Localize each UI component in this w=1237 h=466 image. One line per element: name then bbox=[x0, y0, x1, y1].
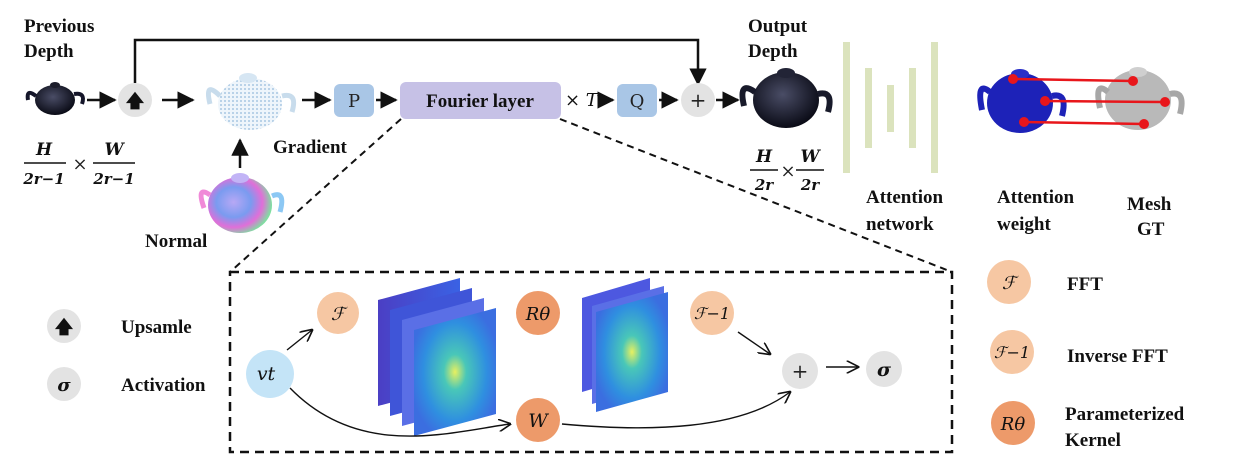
times-t-label: × T bbox=[565, 90, 600, 111]
legend-upsample-arrow-icon: 🡅 bbox=[55, 317, 74, 338]
output-w: W bbox=[800, 147, 821, 167]
normal-label: Normal bbox=[145, 231, 207, 252]
fft-node bbox=[317, 292, 359, 334]
mesh-gt-teapot-image bbox=[1095, 67, 1185, 130]
detail-plus-label: + bbox=[792, 359, 809, 383]
attention-network-label-2: network bbox=[866, 214, 934, 235]
attention-bar-2 bbox=[865, 68, 872, 148]
output-depth-teapot-image bbox=[739, 68, 833, 128]
v-t-node bbox=[246, 350, 294, 398]
attention-bar-1 bbox=[843, 42, 850, 173]
fourier-layer-label: Fourier layer bbox=[426, 91, 534, 112]
ifft-node bbox=[690, 291, 734, 335]
mesh-gt-label-2: GT bbox=[1137, 219, 1165, 240]
output-h: H bbox=[755, 147, 773, 167]
input-w-den: 2r−1 bbox=[92, 170, 134, 188]
zoom-line-left bbox=[229, 118, 402, 273]
legend-activation-label: Activation bbox=[121, 375, 206, 396]
input-size-formula: H 2r−1 × W 2r−1 bbox=[22, 140, 135, 188]
output-w-den: 2r bbox=[800, 176, 820, 194]
legend-kernel-circle bbox=[991, 401, 1035, 445]
q-box bbox=[617, 84, 657, 117]
upsample-arrow-icon: 🡅 bbox=[126, 91, 145, 112]
legend-upsample-circle bbox=[47, 309, 81, 343]
output-depth-label-1: Output bbox=[748, 16, 808, 37]
legend-kernel-label-1: Parameterized bbox=[1065, 404, 1185, 425]
output-h-den: 2r bbox=[754, 176, 774, 194]
attention-network-bars bbox=[843, 42, 938, 173]
legend-fft-symbol: ℱ bbox=[1002, 273, 1019, 294]
arrow-ifft-to-plus bbox=[737, 331, 770, 354]
legend-ifft-symbol: ℱ−1 bbox=[994, 343, 1030, 362]
normal-teapot-image bbox=[198, 173, 285, 233]
attention-weight-teapot-image bbox=[977, 69, 1067, 133]
mesh-gt-label-1: Mesh bbox=[1127, 194, 1172, 215]
legend-fft-circle bbox=[987, 260, 1031, 304]
previous-depth-label-1: Previous bbox=[24, 16, 94, 37]
fft-node-label: ℱ bbox=[331, 304, 348, 325]
output-size-formula: H 2r × W 2r bbox=[750, 147, 824, 194]
previous-depth-label-2: Depth bbox=[24, 41, 74, 62]
legend-activation-circle bbox=[47, 367, 81, 401]
v-t-label: vt bbox=[257, 363, 276, 385]
legend-fft-label: FFT bbox=[1067, 274, 1103, 295]
zoom-line-right bbox=[559, 118, 953, 273]
attention-network-label-1: Attention bbox=[866, 187, 943, 208]
legend-kernel-symbol: Rθ bbox=[1000, 414, 1026, 435]
correspondence-lines bbox=[1012, 77, 1166, 126]
output-times: × bbox=[780, 161, 795, 182]
legend-ifft-circle bbox=[990, 330, 1034, 374]
attention-weight-label-2: weight bbox=[997, 214, 1052, 235]
residual-plus-label: + bbox=[690, 88, 707, 112]
input-h-den: 2r−1 bbox=[22, 170, 64, 188]
attention-bar-3 bbox=[887, 85, 894, 132]
spectrum-stack-1 bbox=[378, 278, 496, 436]
legend-upsample-label: Upsamle bbox=[121, 317, 192, 338]
attention-weight-label-1: Attention bbox=[997, 187, 1074, 208]
gradient-teapot-image bbox=[205, 73, 297, 130]
r-theta-node bbox=[516, 291, 560, 335]
detail-sigma-label: σ bbox=[877, 359, 892, 381]
q-label: Q bbox=[630, 91, 645, 112]
p-label: P bbox=[348, 91, 360, 112]
legend-ifft-label: Inverse FFT bbox=[1067, 346, 1168, 367]
fourier-layer-box bbox=[400, 82, 561, 119]
p-box bbox=[334, 84, 374, 117]
residual-add-node bbox=[681, 83, 715, 117]
skip-connection-arrow bbox=[133, 38, 707, 86]
gradient-label: Gradient bbox=[273, 137, 348, 158]
arrow-v-to-fft bbox=[286, 330, 312, 351]
arrow-w-to-plus bbox=[561, 392, 790, 429]
ifft-node-label: ℱ−1 bbox=[694, 304, 730, 323]
w-node bbox=[516, 398, 560, 442]
fourier-layer-detail-box bbox=[228, 270, 954, 454]
input-h: H bbox=[35, 140, 53, 160]
sigma-icon: σ bbox=[57, 375, 71, 396]
attention-bar-5 bbox=[931, 42, 938, 173]
attention-bar-4 bbox=[909, 68, 916, 148]
output-depth-label-2: Depth bbox=[748, 41, 798, 62]
w-label: W bbox=[528, 410, 549, 432]
detail-sigma-node bbox=[866, 351, 902, 387]
r-theta-label: Rθ bbox=[525, 304, 551, 325]
correspondence-points bbox=[1008, 74, 1170, 129]
legend-kernel-label-2: Kernel bbox=[1065, 430, 1121, 451]
previous-depth-teapot-image bbox=[25, 82, 85, 115]
input-times: × bbox=[72, 154, 87, 175]
upsample-node bbox=[118, 83, 152, 117]
input-w: W bbox=[104, 140, 125, 160]
arrow-v-to-w bbox=[289, 387, 510, 437]
detail-add-node bbox=[782, 353, 818, 389]
spectrum-stack-2 bbox=[582, 278, 668, 412]
